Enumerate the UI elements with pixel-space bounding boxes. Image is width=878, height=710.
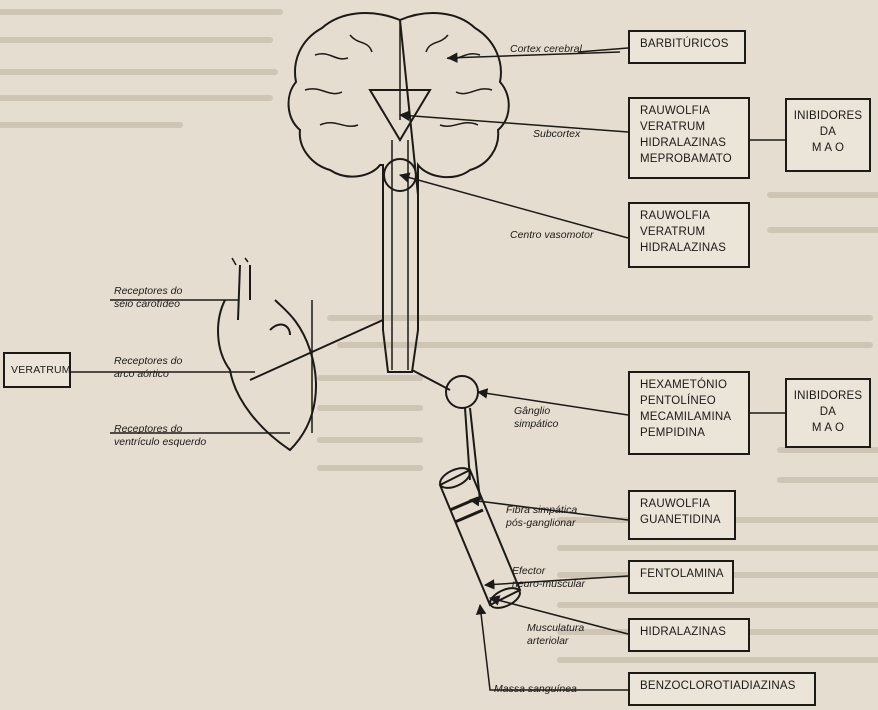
label-subcortex: Subcortex bbox=[533, 128, 580, 141]
blood-vessel bbox=[440, 470, 520, 605]
spinal-cord bbox=[383, 195, 418, 372]
label-vasomotor: Centro vasomotor bbox=[510, 229, 593, 242]
box-hidralazinas: HIDRALAZINAS bbox=[628, 618, 750, 652]
box-fibre-drugs: RAUWOLFIA GUANETIDINA bbox=[628, 490, 736, 540]
sympathetic-ganglion bbox=[446, 376, 478, 408]
box-veratrum: VERATRUM bbox=[3, 352, 71, 388]
brain bbox=[289, 13, 509, 195]
box-barbituricos: BARBITÚRICOS bbox=[628, 30, 746, 64]
box-subcortex-drugs: RAUWOLFIA VERATRUM HIDRALAZINAS MEPROBAM… bbox=[628, 97, 750, 179]
box-fentolamina: FENTOLAMINA bbox=[628, 560, 734, 594]
box-benzoclorotiadiazinas: BENZOCLOROTIADIAZINAS bbox=[628, 672, 816, 706]
box-ganglion-drugs: HEXAMETÓNIO PENTOLÍNEO MECAMILAMINA PEMP… bbox=[628, 371, 750, 455]
box-vasomotor-drugs: RAUWOLFIA VERATRUM HIDRALAZINAS bbox=[628, 202, 750, 268]
box-mao-inhibitors-1: INIBIDORES DA M A O bbox=[785, 98, 871, 172]
label-blood-mass: Massa sanguínea bbox=[494, 683, 577, 696]
box-mao-inhibitors-2: INIBIDORES DA M A O bbox=[785, 378, 871, 448]
label-cortex: Cortex cerebral bbox=[510, 43, 582, 56]
